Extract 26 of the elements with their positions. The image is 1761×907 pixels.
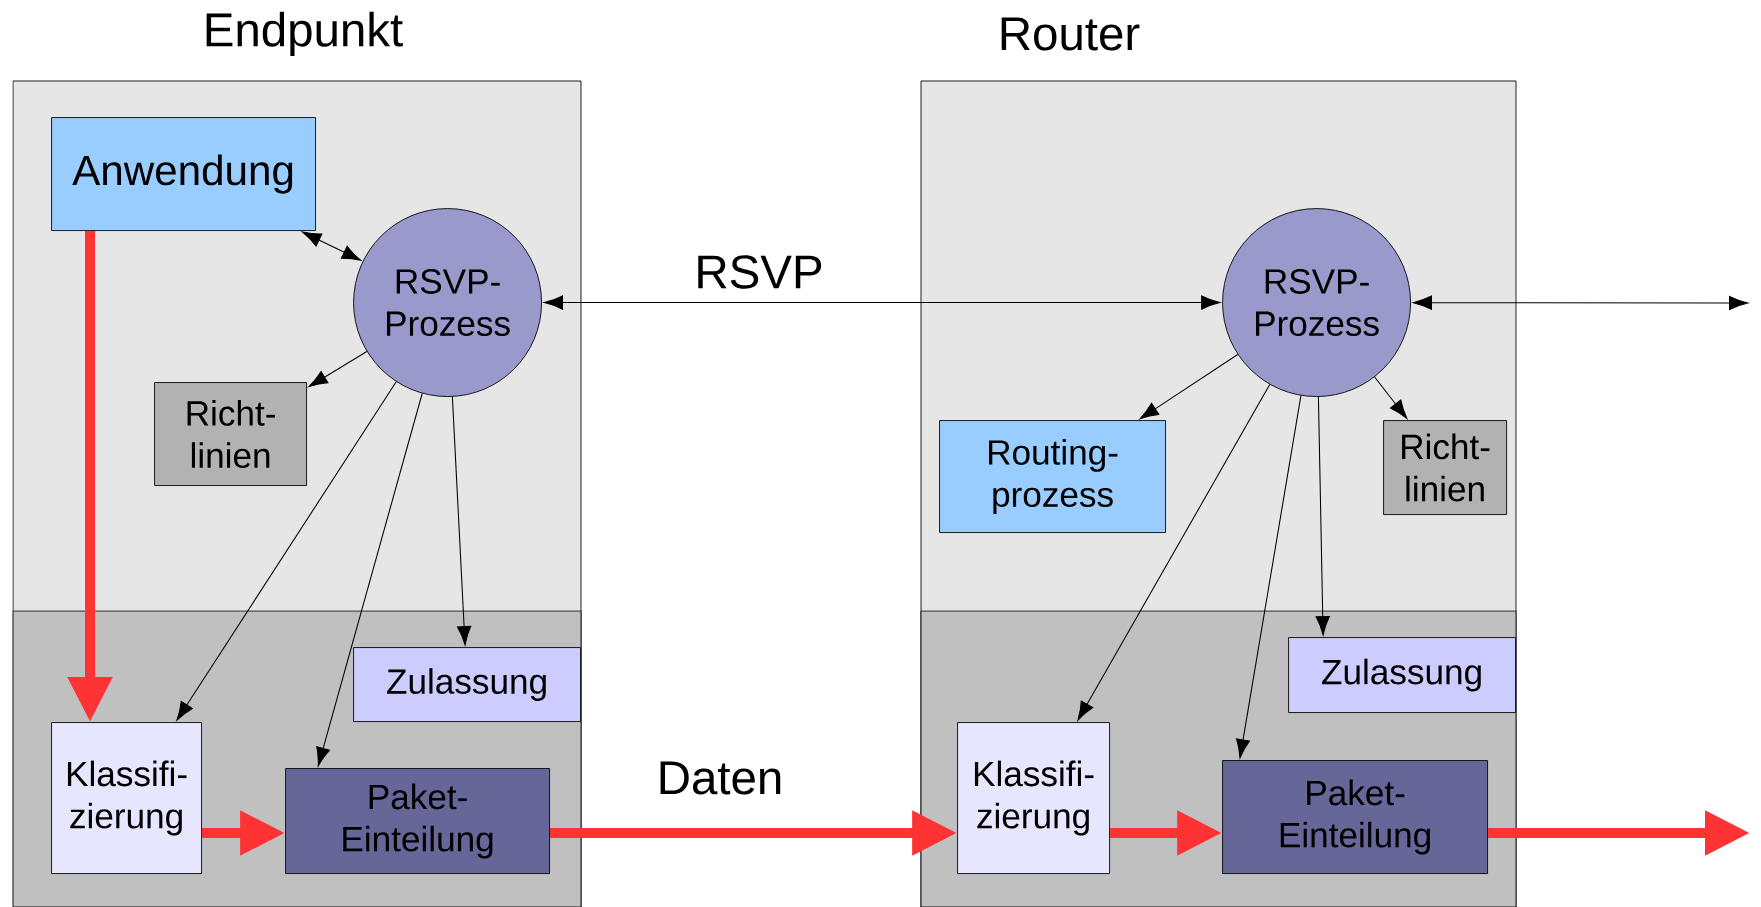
routing-box: Routing- prozess bbox=[939, 420, 1166, 533]
edge-label: Daten bbox=[653, 757, 787, 799]
arrow bbox=[1139, 353, 1239, 420]
scheduler-box: Paket- Einteilung bbox=[1222, 760, 1488, 874]
policy-box: Richt- linien bbox=[154, 382, 307, 486]
policy-box: Richt- linien bbox=[1383, 420, 1507, 515]
admission-box: Zulassung bbox=[1288, 637, 1516, 713]
classifier-box: Klassifi- zierung bbox=[51, 722, 202, 874]
arrow bbox=[1315, 396, 1330, 636]
arrow bbox=[543, 295, 1221, 310]
arrow bbox=[302, 231, 362, 261]
scheduler-box: Paket- Einteilung bbox=[285, 768, 550, 874]
arrow bbox=[316, 393, 423, 767]
arrow bbox=[451, 396, 472, 646]
edge-label: RSVP bbox=[690, 251, 828, 293]
arrow bbox=[1077, 384, 1271, 721]
panel-heading: Router bbox=[1001, 17, 1140, 51]
admission-box: Zulassung bbox=[353, 647, 581, 722]
arrow bbox=[176, 381, 397, 721]
arrow bbox=[308, 351, 368, 388]
panel-heading: Endpunkt bbox=[206, 11, 403, 57]
application-box: Anwendung bbox=[51, 117, 316, 231]
arrow bbox=[1236, 395, 1302, 759]
classifier-box: Klassifi- zierung bbox=[957, 722, 1110, 874]
arrow bbox=[1412, 295, 1749, 311]
arrow bbox=[1374, 376, 1408, 419]
